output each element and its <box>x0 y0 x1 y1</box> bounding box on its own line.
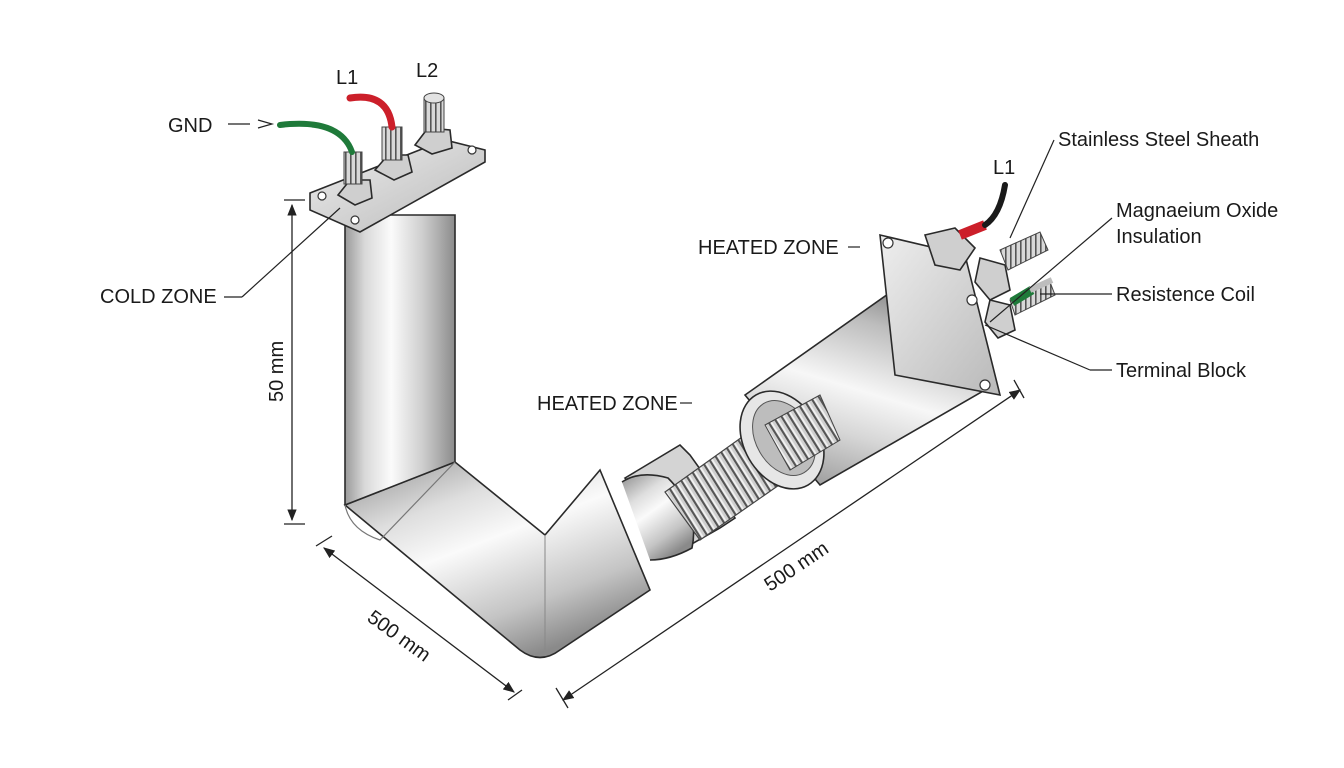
label-mgo-line2: Insulation <box>1116 226 1202 248</box>
label-cold-zone: COLD ZONE <box>100 286 217 308</box>
label-l1-top: L1 <box>336 67 358 89</box>
dim-label-lower-left: 500 mm <box>363 606 434 666</box>
terminal-block-right <box>879 182 1056 397</box>
label-l2-top: L2 <box>416 60 438 82</box>
l1-wire <box>346 93 396 131</box>
flange-bolt-hole <box>966 294 978 306</box>
dim-label-lower-right: 500 mm <box>760 538 832 597</box>
label-terminal-block: Terminal Block <box>1116 360 1247 382</box>
terminal-stud-l2 <box>413 92 453 155</box>
label-heated-zone-lower: HEATED ZONE <box>537 393 678 415</box>
terminal-stud-l1 <box>373 126 413 181</box>
label-mgo-line1: Magnaeium Oxide <box>1116 200 1278 222</box>
heater-sheath-bend <box>343 214 651 659</box>
flange-bolt-hole <box>882 237 894 249</box>
dimension-lines <box>284 199 1025 709</box>
terminal-block-top <box>277 92 486 233</box>
leader-lines <box>224 119 1113 404</box>
label-gnd: GND <box>168 115 212 137</box>
flange-bolt-hole <box>979 379 991 391</box>
gnd-wire <box>277 120 355 155</box>
label-l1-right: L1 <box>993 157 1015 179</box>
label-heated-zone-upper: HEATED ZONE <box>698 237 839 259</box>
label-resistance-coil: Resistence Coil <box>1116 284 1255 306</box>
label-stainless-sheath: Stainless Steel Sheath <box>1058 129 1259 151</box>
dim-label-vertical: 50 mm <box>266 341 288 402</box>
